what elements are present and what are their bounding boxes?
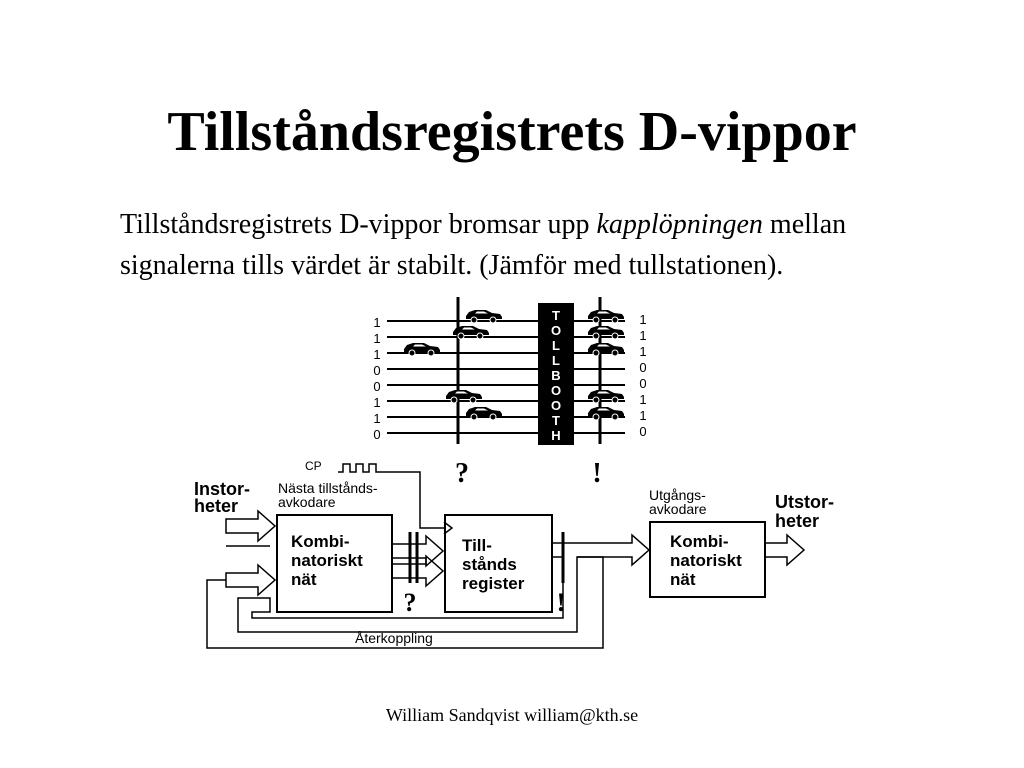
comb-block-1-label: natoriskt	[291, 551, 363, 570]
comb1-to-register-arrow	[391, 534, 445, 568]
feedback-arrow-in	[225, 563, 277, 597]
combinational-block-2	[649, 521, 766, 598]
left-bit: 0	[373, 363, 380, 378]
tollbooth-box	[538, 303, 574, 445]
right-bit: 1	[639, 408, 646, 423]
car-icon	[403, 342, 441, 357]
state-register-label: stånds	[462, 555, 517, 574]
car-icon	[587, 406, 625, 421]
comb-block-2-label: natoriskt	[670, 551, 742, 570]
right-bit: 1	[639, 328, 646, 343]
state-register-label: Till-	[462, 536, 492, 555]
right-bit: 1	[639, 392, 646, 407]
car-icon	[465, 406, 503, 421]
feedback-outer-loop	[206, 556, 604, 649]
inputs-label: heter	[194, 496, 238, 516]
feedback-label: Återkoppling	[355, 630, 433, 646]
next-state-decoder-label: avkodare	[278, 494, 336, 510]
inputs-label: Instor-	[194, 479, 250, 499]
input-arrow	[225, 509, 277, 543]
left-bit: 1	[373, 315, 380, 330]
left-bit: 1	[373, 331, 380, 346]
car-icon	[587, 342, 625, 357]
right-bit: 1	[639, 344, 646, 359]
left-bit: 1	[373, 347, 380, 362]
right-bit: 1	[639, 312, 646, 327]
left-bit: 0	[373, 379, 380, 394]
tollbooth-letter: L	[552, 338, 560, 353]
clock-waveform	[338, 463, 444, 529]
lane-lines	[387, 320, 625, 434]
output-arrow	[764, 533, 806, 567]
right-bit: 0	[639, 360, 646, 375]
slide-title: Tillståndsregistrets D-vippor	[167, 101, 857, 163]
cars	[403, 309, 625, 421]
tollbooth-letter: O	[551, 383, 561, 398]
tollbooth-exclamation-mark: !	[592, 458, 601, 489]
circuit-question-mark: ?	[404, 588, 417, 617]
tollbooth-letter: O	[551, 323, 561, 338]
tollbooth-letter: L	[552, 353, 560, 368]
comb-block-1-label: nät	[291, 570, 317, 589]
right-bit: 0	[639, 376, 646, 391]
comb-block-2-label: Kombi-	[670, 532, 729, 551]
state-register-block	[444, 514, 553, 613]
tollbooth-letter: O	[551, 398, 561, 413]
left-bit: 1	[373, 395, 380, 410]
tollbooth-illustration: T O L L B O O T H 1 1 1 0 0 1 1 0 1 1 1 …	[373, 297, 647, 489]
clock-edge-symbol	[443, 521, 454, 535]
slide-footer: William Sandqvist william@kth.se	[385, 705, 639, 725]
tollbooth-letter: T	[552, 308, 560, 323]
outputs-label: Utstor-	[775, 492, 834, 512]
tollbooth-letter: T	[552, 413, 560, 428]
body-text-italic: kapplöpningen	[596, 209, 763, 240]
output-decoder-label: Utgångs-	[649, 487, 706, 503]
tollbooth-letter: B	[551, 368, 560, 383]
output-decoder-label: avkodare	[649, 501, 707, 517]
left-bit: 0	[373, 427, 380, 442]
comb-block-1-label: Kombi-	[291, 532, 350, 551]
state-register-label: register	[462, 574, 525, 593]
comb-block-2-label: nät	[670, 570, 696, 589]
tollbooth-question-mark: ?	[455, 458, 469, 489]
clock-label: CP	[305, 459, 322, 473]
outputs-label: heter	[775, 511, 819, 531]
left-bit: 1	[373, 411, 380, 426]
register-to-output-arrow	[237, 533, 651, 633]
body-text-start: Tillståndsregistrets D-vippor bromsar up…	[120, 209, 597, 240]
comb1-to-register-arrow-2	[391, 554, 445, 588]
slide-body-text: Tillståndsregistrets D-vippor bromsar up…	[120, 204, 940, 286]
body-text-end: mellan signalerna tills värdet är stabil…	[120, 209, 847, 281]
circuit-block-diagram: Instor- heter CP Nästa tillstånds- avkod…	[194, 459, 834, 649]
circuit-exclamation-mark: !	[557, 588, 566, 617]
right-bit: 0	[639, 424, 646, 439]
tollbooth-letter: H	[551, 428, 560, 443]
next-state-decoder-label: Nästa tillstånds-	[278, 480, 378, 496]
